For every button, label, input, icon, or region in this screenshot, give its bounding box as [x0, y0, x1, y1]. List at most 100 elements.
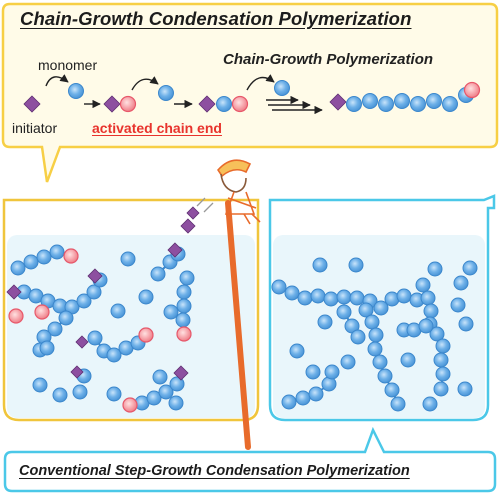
bottom-panel-title: Conventional Step-Growth Condensation Po… [19, 463, 410, 479]
top-panel-title: Chain-Growth Condensation Polymerization [20, 8, 412, 29]
monomer-bead [450, 297, 466, 313]
monomer-label: monomer [38, 57, 98, 73]
monomer-bead [175, 312, 191, 328]
monomer-bead [295, 390, 311, 406]
monomer-bead [284, 285, 300, 301]
active-end-bead [122, 397, 138, 413]
monomer-bead [358, 302, 374, 318]
initiator-diamond [70, 365, 84, 379]
monomer-bead [323, 291, 339, 307]
monomer-bead [179, 270, 195, 286]
monomer-bead [390, 396, 406, 412]
monomer-bead [433, 381, 449, 397]
initiator-diamond [6, 284, 22, 300]
monomer-bead [312, 257, 328, 273]
monomer-bead [410, 96, 426, 112]
initiator-diamond [173, 365, 189, 381]
monomer-bead [362, 93, 378, 109]
monomer-bead [442, 96, 458, 112]
monomer-bead [158, 85, 174, 101]
chain-growth-label: Chain-Growth Polymerization [223, 51, 434, 68]
monomer-bead [324, 364, 340, 380]
monomer-bead [348, 257, 364, 273]
monomer-bead [106, 347, 122, 363]
monomer-bead [152, 369, 168, 385]
initiator-label: initiator [12, 120, 58, 136]
monomer-bead [47, 321, 63, 337]
monomer-bead [308, 386, 324, 402]
monomer-bead [422, 396, 438, 412]
initiator-diamond [180, 218, 196, 234]
curved-arrow [246, 74, 275, 91]
monomer-bead [420, 290, 436, 306]
monomer-bead [168, 395, 184, 411]
monomer-bead [350, 329, 366, 345]
monomer-bead [281, 394, 297, 410]
initiator-diamond [167, 242, 183, 258]
monomer-bead [453, 275, 469, 291]
monomer-bead [373, 300, 389, 316]
monomer-bead [336, 289, 352, 305]
monomer-bead [146, 390, 162, 406]
monomer-bead [289, 343, 305, 359]
monomer-bead [427, 261, 443, 277]
monomer-bead [23, 254, 39, 270]
monomer-bead [176, 284, 192, 300]
monomer-bead [368, 327, 384, 343]
monomer-bead [138, 289, 154, 305]
initiator-diamond [75, 335, 89, 349]
monomer-bead [372, 354, 388, 370]
curved-arrow [131, 76, 159, 91]
initiator-diamond [87, 268, 103, 284]
top-callout-panel [1, 2, 499, 183]
monomer-bead [39, 340, 55, 356]
initiator-diamond [186, 206, 200, 220]
person-figure [216, 159, 261, 225]
initiator-diamond [198, 95, 216, 113]
bottom-callout-panel [3, 426, 497, 493]
monomer-bead [367, 341, 383, 357]
monomer-bead [457, 381, 473, 397]
monomer-bead [72, 384, 88, 400]
active-end-bead [176, 326, 192, 342]
monomer-bead [49, 244, 65, 260]
initiator-diamond [329, 93, 347, 111]
monomer-bead [377, 368, 393, 384]
diagram-marks [6, 74, 481, 413]
initiator-diamond [103, 95, 121, 113]
monomer-bead [433, 352, 449, 368]
monomer-bead [169, 376, 185, 392]
monomer-bead [336, 304, 352, 320]
monomer-bead [423, 303, 439, 319]
monomer-bead [435, 338, 451, 354]
stirring-rod [225, 200, 251, 450]
monomer-bead [396, 288, 412, 304]
monomer-bead [349, 290, 365, 306]
motion-lines [196, 197, 214, 213]
monomer-bead [384, 382, 400, 398]
monomer-bead [418, 318, 434, 334]
monomer-bead [76, 293, 92, 309]
monomer-bead [10, 260, 26, 276]
monomer-bead [274, 80, 290, 96]
monomer-bead [158, 384, 174, 400]
monomer-bead [120, 251, 136, 267]
right-beaker-liquid [273, 235, 485, 418]
monomer-bead [163, 304, 179, 320]
monomer-bead [87, 330, 103, 346]
monomer-bead [310, 288, 326, 304]
monomer-bead [458, 316, 474, 332]
active-end-bead [231, 95, 249, 113]
monomer-bead [415, 277, 431, 293]
monomer-bead [176, 298, 192, 314]
monomer-bead [426, 93, 442, 109]
monomer-bead [400, 352, 416, 368]
monomer-bead [305, 364, 321, 380]
monomer-bead [36, 249, 52, 265]
active-end-bead [8, 308, 24, 324]
monomer-bead [271, 279, 287, 295]
active-end-bead [138, 327, 154, 343]
monomer-bead [378, 96, 394, 112]
monomer-bead [297, 290, 313, 306]
monomer-bead [462, 260, 478, 276]
